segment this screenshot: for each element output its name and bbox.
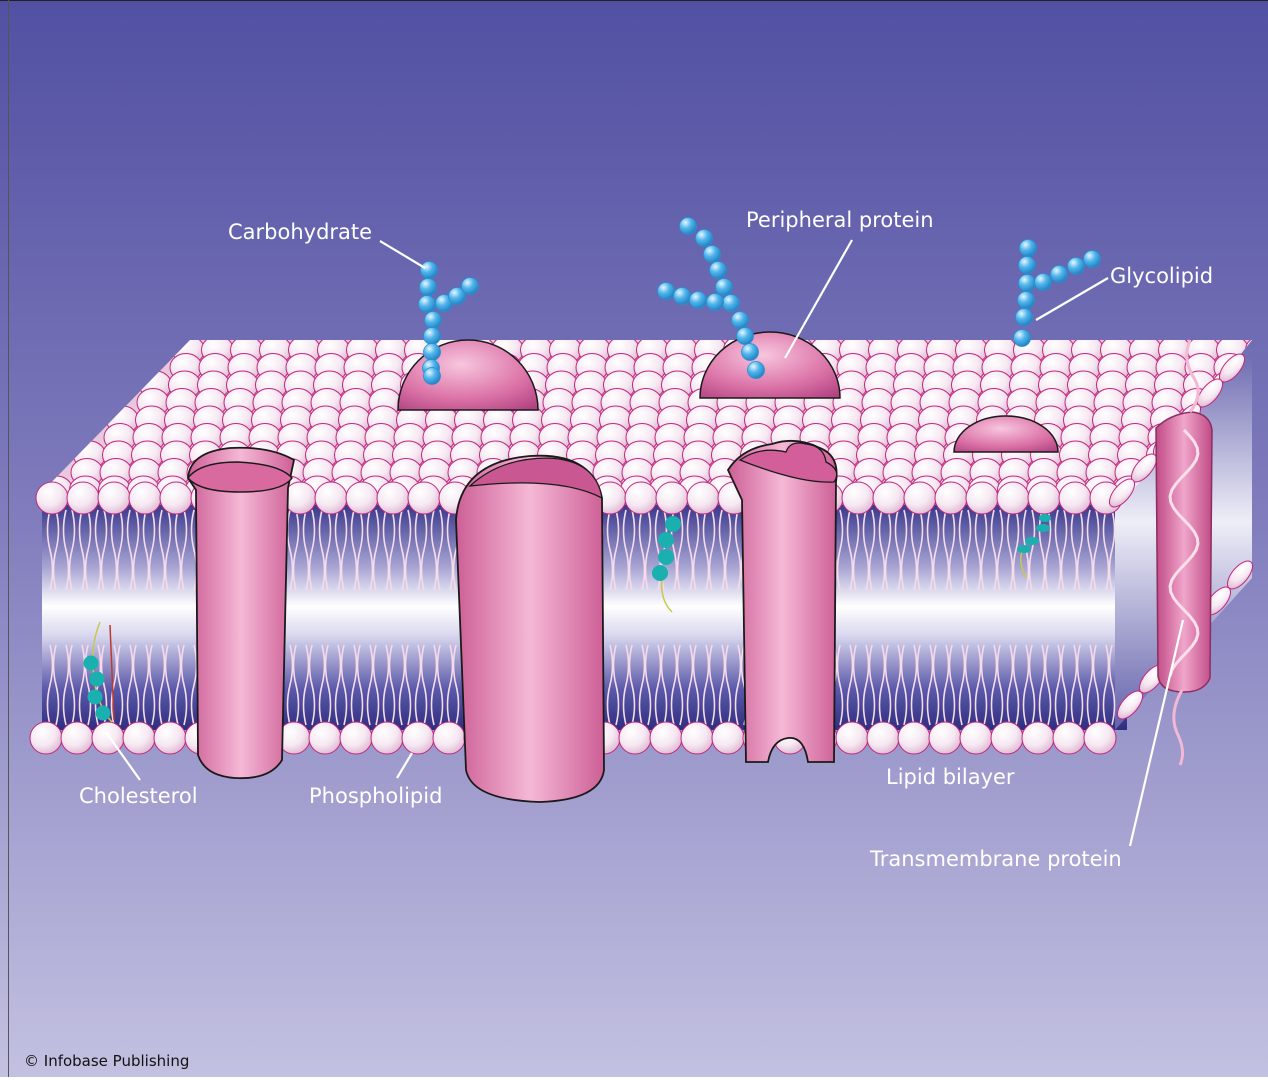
phospholipid-label: Phospholipid (309, 784, 442, 808)
lipid-bilayer-label: Lipid bilayer (886, 765, 1015, 789)
integral-protein-2 (456, 456, 604, 802)
peripheral-protein-label: Peripheral protein (746, 208, 934, 232)
copyright-credit: © Infobase Publishing (24, 1052, 189, 1070)
cholesterol-label: Cholesterol (79, 784, 198, 808)
glycolipid-label: Glycolipid (1110, 264, 1213, 288)
carbohydrate-label: Carbohydrate (228, 220, 372, 244)
integral-protein-1 (188, 448, 294, 778)
transmembrane-protein-label: Transmembrane protein (870, 847, 1122, 871)
